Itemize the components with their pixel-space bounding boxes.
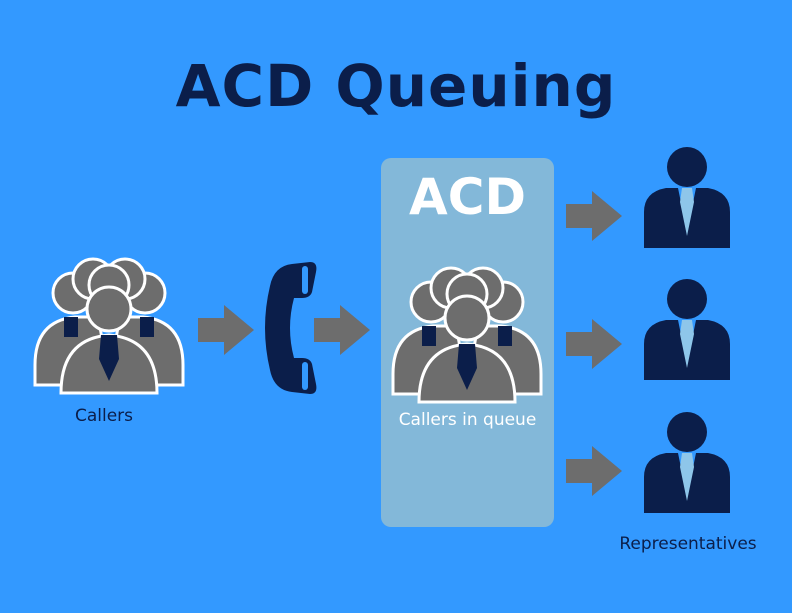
queue-label: Callers in queue <box>398 410 537 430</box>
representative-icon <box>644 147 730 248</box>
representative-icon <box>644 279 730 380</box>
acd-label: ACD <box>409 168 526 226</box>
callers-group-icon <box>33 257 185 395</box>
arrow-right-icon <box>566 319 622 369</box>
phone-handset-icon <box>265 262 317 394</box>
representative-icon <box>644 412 730 513</box>
arrow-right-icon <box>566 191 622 241</box>
callers-label: Callers <box>74 406 134 426</box>
queue-group-icon <box>391 266 543 404</box>
representatives-label: Representatives <box>619 534 757 554</box>
arrow-right-icon <box>198 305 254 355</box>
arrow-right-icon <box>566 446 622 496</box>
diagram-title: ACD Queuing <box>175 52 617 120</box>
arrow-right-icon <box>314 305 370 355</box>
